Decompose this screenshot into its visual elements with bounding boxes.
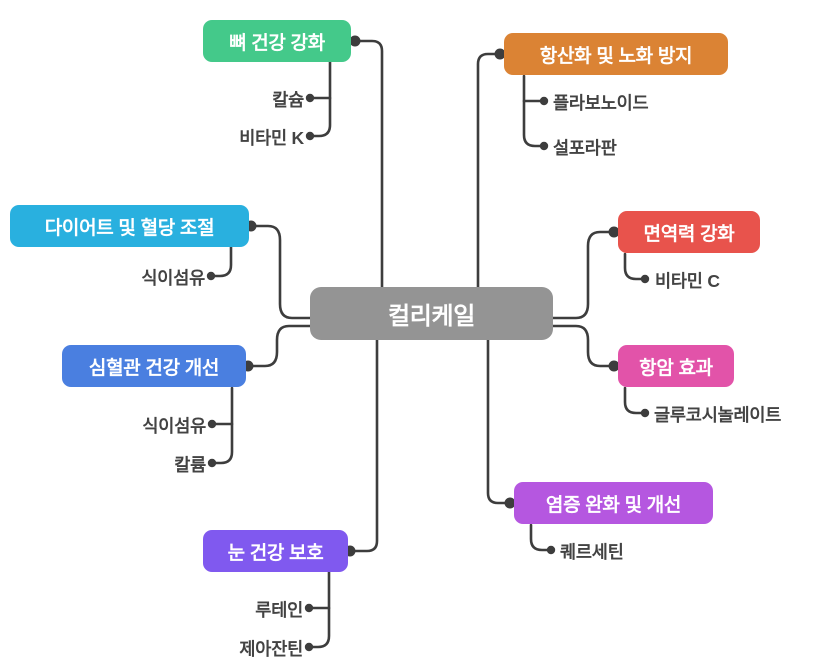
- socket-antioxidant: [494, 48, 506, 60]
- branch-right-immune: [551, 230, 614, 320]
- leafdot-eye-1: [304, 603, 314, 613]
- topic-label-diet: 다이어트 및 혈당 조절: [44, 217, 215, 239]
- topic-label-antioxidant: 항산화 및 노화 방지: [539, 45, 693, 67]
- trunk-left-top: [355, 39, 384, 302]
- leaf-immune-1: 비타민 C: [655, 271, 720, 291]
- leaf-antioxidant-1: 플라보노이드: [553, 93, 649, 113]
- topic-label-eye: 눈 건강 보호: [227, 542, 324, 564]
- subtree-inflammation-spine: [529, 523, 551, 552]
- branch-right-anticancer: [551, 324, 614, 368]
- subtree-immune-spine: [623, 252, 645, 281]
- center-node-label: 컬리케일: [387, 303, 476, 330]
- subtree-diet-spine: [211, 245, 233, 278]
- leaf-eye-2: 제아잔틴: [239, 639, 303, 659]
- leafdot-antioxidant-2: [539, 141, 549, 151]
- topic-node-anticancer[interactable]: 항암 효과: [618, 345, 734, 387]
- branch-left-diet: [251, 224, 312, 320]
- center-node[interactable]: 컬리케일: [310, 287, 553, 340]
- socket-immune: [608, 226, 620, 238]
- leaf-diet-1: 식이섬유: [141, 268, 205, 288]
- leafdot-immune-1: [640, 274, 650, 284]
- leaf-bone-2: 비타민 K: [239, 128, 304, 148]
- topic-node-eye[interactable]: 눈 건강 보호: [203, 530, 348, 572]
- topic-node-antioxidant[interactable]: 항산화 및 노화 방지: [504, 33, 728, 75]
- leafdot-inflammation-1: [546, 545, 556, 555]
- subtree-cardio-spine: [212, 386, 234, 465]
- leaf-eye-1: 루테인: [255, 600, 303, 620]
- topic-node-inflammation[interactable]: 염증 완화 및 개선: [514, 482, 713, 524]
- leaf-inflammation-1: 퀘르세틴: [560, 542, 624, 562]
- topic-label-anticancer: 항암 효과: [639, 357, 713, 379]
- socket-inflammation: [504, 497, 516, 509]
- subtree-bone-spine: [310, 60, 332, 138]
- topic-label-immune: 면역력 강화: [643, 223, 735, 245]
- leaf-anticancer-1: 글루코시놀레이트: [654, 405, 782, 425]
- leaf-antioxidant-2: 설포라판: [553, 138, 617, 158]
- leafdot-anticancer-1: [640, 408, 650, 418]
- branch-left-cardio: [248, 324, 312, 368]
- socket-anticancer: [608, 360, 620, 372]
- leaf-bone-1: 칼슘: [272, 90, 304, 110]
- leafdot-diet-1: [206, 271, 216, 281]
- topic-node-immune[interactable]: 면역력 강화: [618, 211, 760, 253]
- socket-bone: [349, 35, 361, 47]
- subtree-antioxidant-spine: [522, 74, 544, 148]
- topic-label-bone: 뼈 건강 강화: [229, 32, 325, 54]
- topic-node-diet[interactable]: 다이어트 및 혈당 조절: [10, 205, 249, 247]
- leafdot-bone-2: [305, 131, 315, 141]
- leafdot-bone-1: [305, 93, 315, 103]
- subtree-eye-spine: [309, 570, 331, 649]
- trunk-right-top: [476, 52, 500, 302]
- topic-node-bone[interactable]: 뼈 건강 강화: [203, 20, 351, 62]
- leaf-cardio-1: 식이섬유: [142, 416, 206, 436]
- leafdot-antioxidant-1: [539, 96, 549, 106]
- topic-node-cardio[interactable]: 심혈관 건강 개선: [62, 345, 246, 387]
- leafdot-cardio-1: [207, 419, 217, 429]
- leafdot-eye-2: [304, 642, 314, 652]
- trunk-left-bottom: [350, 338, 379, 553]
- subtree-anticancer-spine: [623, 386, 645, 415]
- leaf-cardio-2: 칼륨: [174, 455, 206, 475]
- trunk-right-bottom: [486, 338, 510, 505]
- leafdot-cardio-2: [207, 458, 217, 468]
- topic-label-inflammation: 염증 완화 및 개선: [545, 494, 682, 516]
- topic-label-cardio: 심혈관 건강 개선: [88, 357, 220, 379]
